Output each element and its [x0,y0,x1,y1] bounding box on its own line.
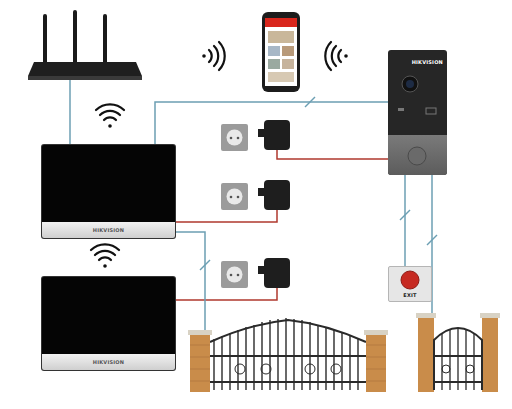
brand-logo: HIKVISION [93,228,124,233]
wicket-gate [416,313,500,392]
brand-logo: HIKVISION [412,60,443,65]
indoor-monitor: HIKVISION [42,277,175,370]
monitor-bezel: HIKVISION [42,354,175,370]
signal-wire [175,175,432,330]
door-details [388,50,447,175]
button-label: EXIT [403,293,416,298]
signal-wire [404,175,406,266]
monitor-bezel: HIKVISION [42,222,175,238]
door-station: HIKVISION [388,50,447,175]
signal-wire [155,102,388,145]
exit-button: EXIT [388,266,432,302]
brand-logo: HIKVISION [93,360,124,365]
network-cable [69,80,71,145]
power-socket [221,124,248,288]
power-adapter [258,120,290,288]
router [28,10,142,80]
button-face [389,267,431,291]
indoor-monitor: HIKVISION [42,145,175,238]
power-wire [175,150,388,300]
driveway-gate [188,318,388,392]
smartphone [262,12,300,92]
